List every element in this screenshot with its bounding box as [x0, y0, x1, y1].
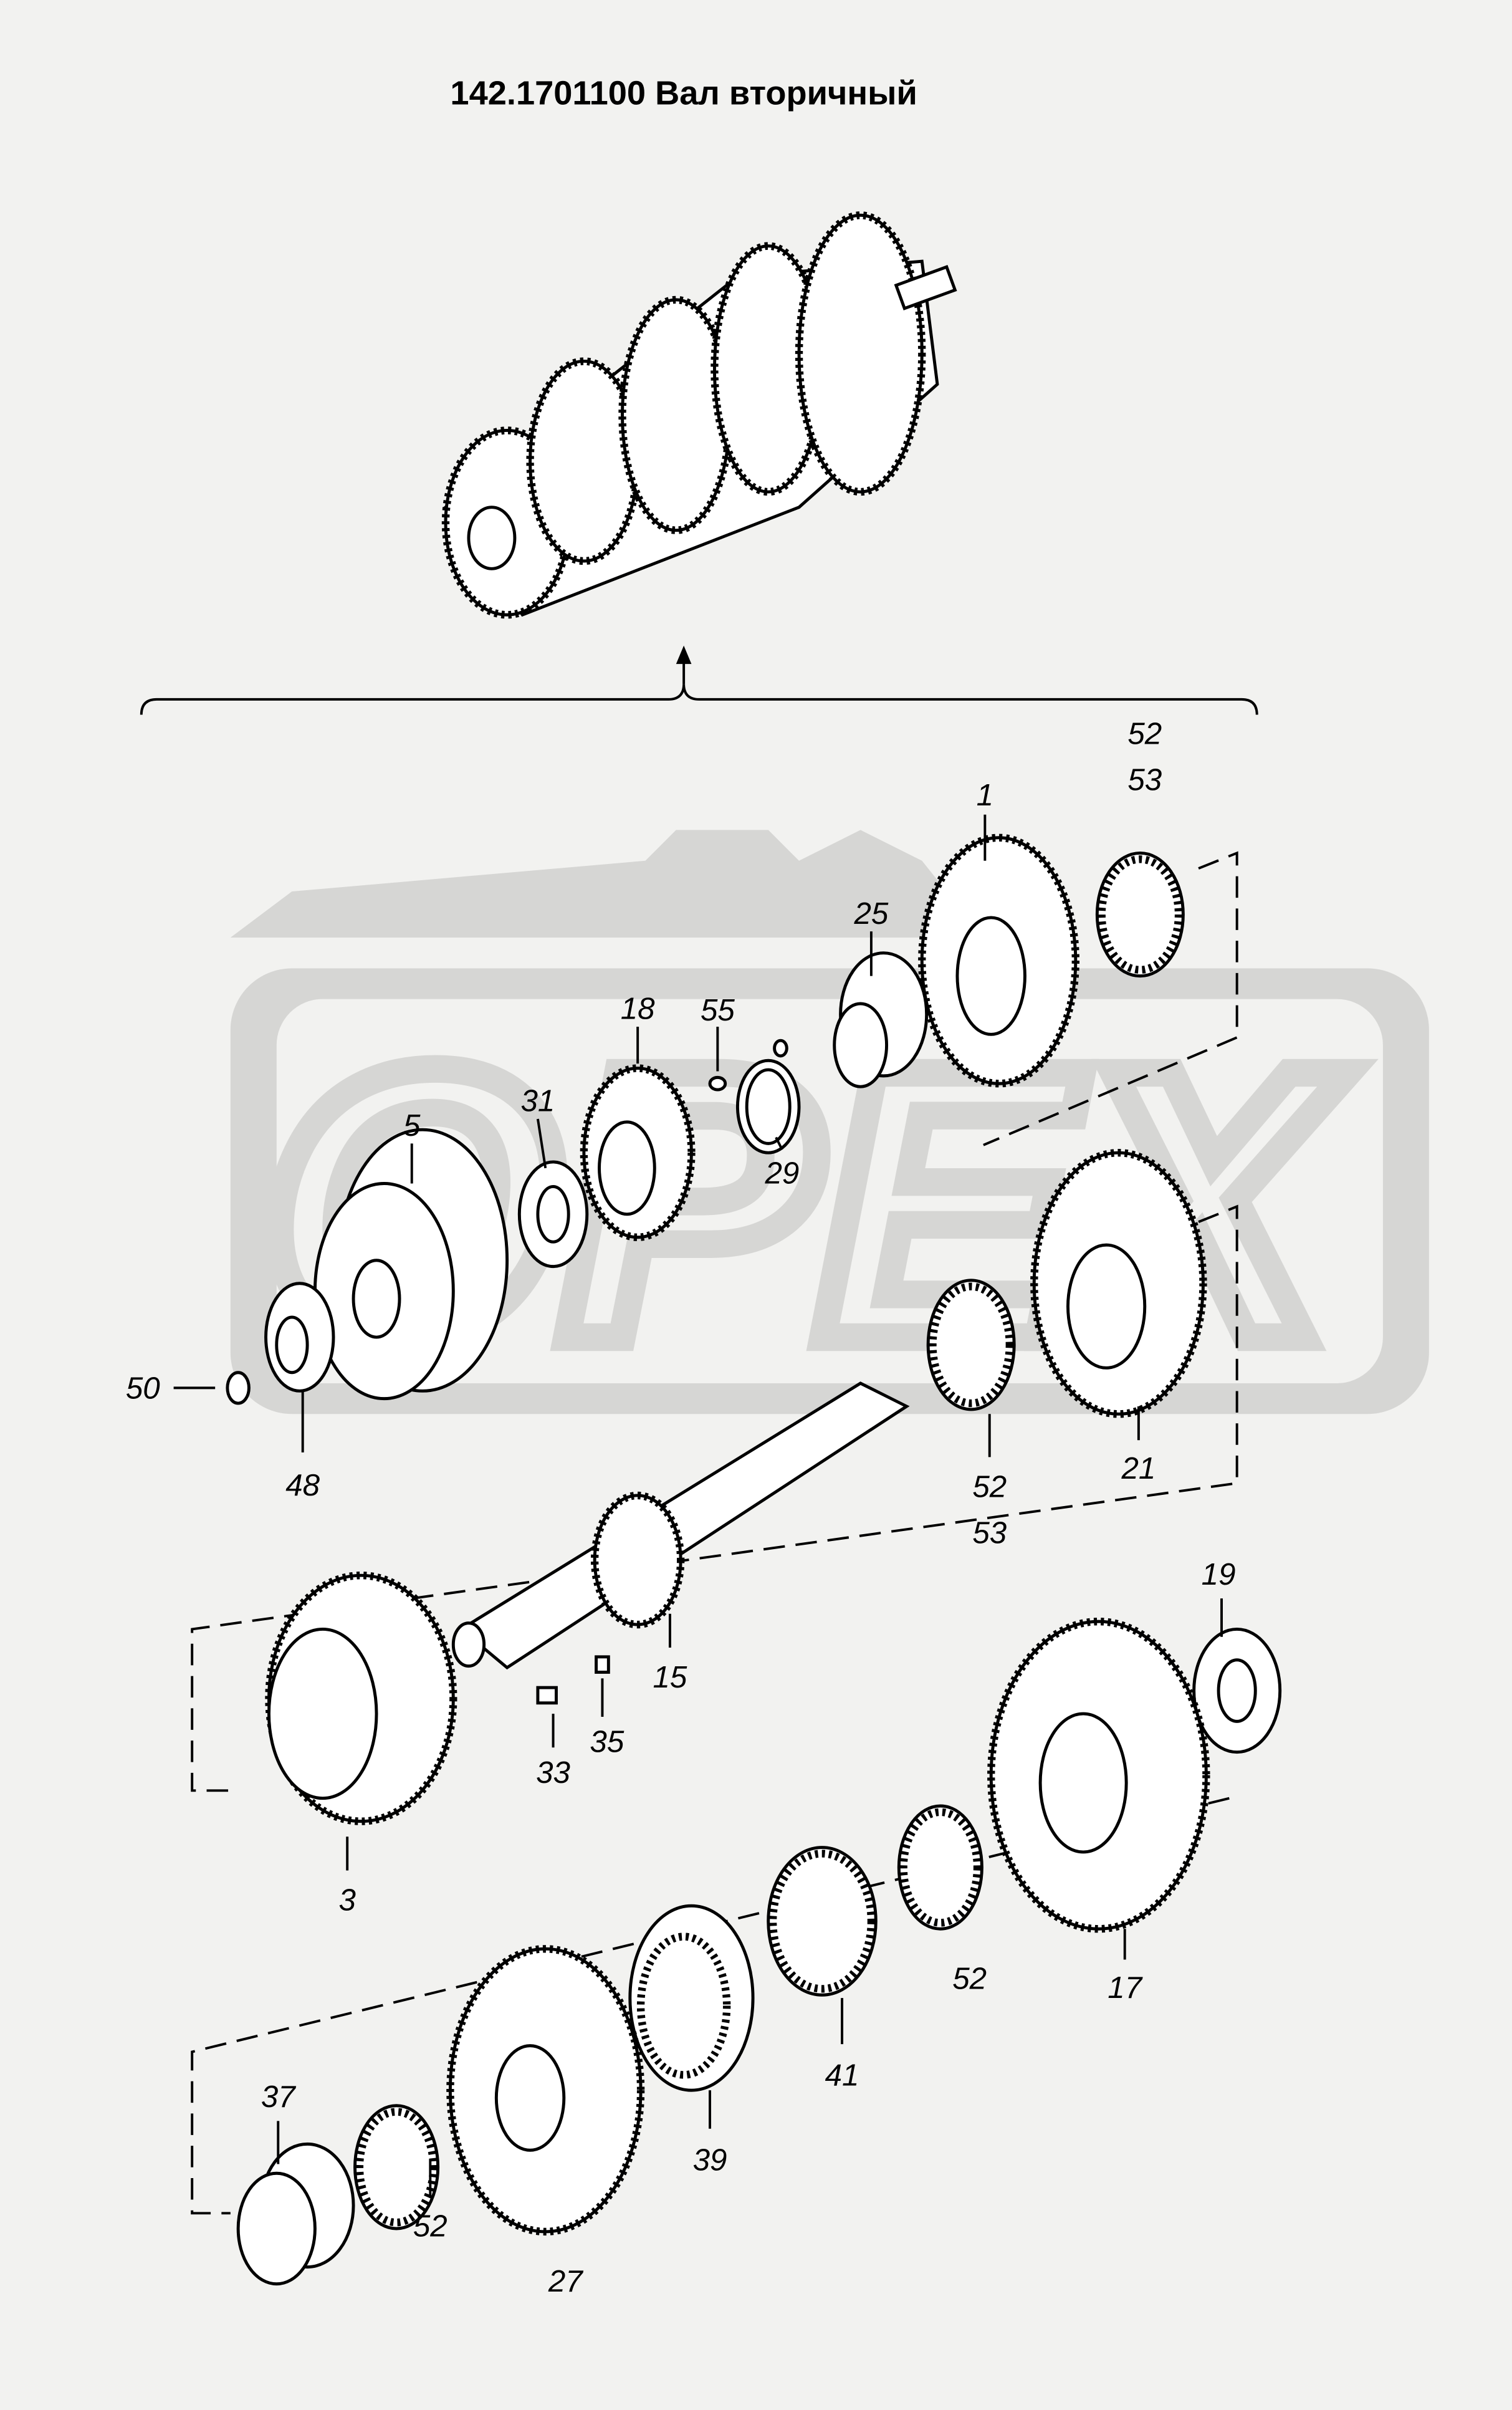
bearing-52-53-mid — [926, 1279, 1016, 1411]
callout-1: 1 — [977, 778, 993, 812]
bearing-48 — [264, 1282, 335, 1393]
page-title: 142.1701100 Вал вторичный — [450, 75, 917, 112]
callout-52: 52 — [413, 2209, 447, 2243]
bearing-52-d — [353, 2104, 440, 2230]
hub-41 — [767, 1846, 878, 1997]
callout-21: 21 — [1121, 1451, 1156, 1486]
synchronizer-5 — [313, 1128, 509, 1401]
callout-18: 18 — [621, 992, 655, 1026]
key-33 — [536, 1686, 558, 1705]
callout-27: 27 — [548, 2264, 583, 2298]
bearing-52-53-top — [1095, 851, 1185, 978]
callout-52: 52 — [972, 1469, 1007, 1504]
callout-labels: 1 52 53 25 18 55 31 5 29 50 48 52 53 21 … — [126, 716, 1236, 2298]
gear-18 — [580, 1064, 696, 1241]
assembly-bracket — [140, 645, 1258, 715]
shaft-15 — [451, 1381, 910, 1670]
gear-17 — [987, 1617, 1210, 1933]
callout-17: 17 — [1108, 1971, 1142, 2005]
bushing-37 — [236, 2142, 355, 2286]
washer-31 — [517, 1160, 589, 1269]
callout-35: 35 — [590, 1725, 624, 1759]
callout-48: 48 — [285, 1468, 320, 1502]
callout-33: 33 — [536, 1755, 570, 1790]
parts — [173, 814, 1282, 2286]
callout-55: 55 — [701, 993, 735, 1027]
callout-37: 37 — [261, 2080, 296, 2114]
gear-21 — [1030, 1149, 1207, 1418]
gear-1 — [918, 833, 1079, 1088]
pin-55 — [708, 1039, 788, 1092]
synchronizer-3 — [265, 1572, 457, 1825]
callout-19: 19 — [1202, 1557, 1236, 1591]
callout-52: 52 — [952, 1961, 987, 1995]
callout-5: 5 — [403, 1108, 421, 1143]
ring-29 — [735, 1059, 801, 1155]
callout-3: 3 — [338, 1883, 355, 1918]
gear-27 — [446, 1945, 645, 2236]
callout-53: 53 — [972, 1515, 1007, 1550]
callout-29: 29 — [764, 1156, 799, 1190]
callout-25: 25 — [853, 896, 888, 931]
callout-50: 50 — [126, 1371, 160, 1406]
assembled-shaft — [441, 211, 957, 619]
bushing-25 — [833, 951, 929, 1088]
ring-39 — [628, 1904, 755, 2092]
ring-50 — [226, 1371, 251, 1405]
callout-31: 31 — [520, 1084, 555, 1118]
callout-52: 52 — [1127, 716, 1162, 751]
callout-39: 39 — [693, 2143, 727, 2177]
washer-19 — [1192, 1627, 1282, 1754]
callout-15: 15 — [653, 1660, 687, 1694]
callout-41: 41 — [825, 2058, 859, 2093]
bearing-52-c — [897, 1804, 983, 1931]
callout-53: 53 — [1127, 762, 1162, 797]
spring-35 — [595, 1655, 610, 1674]
